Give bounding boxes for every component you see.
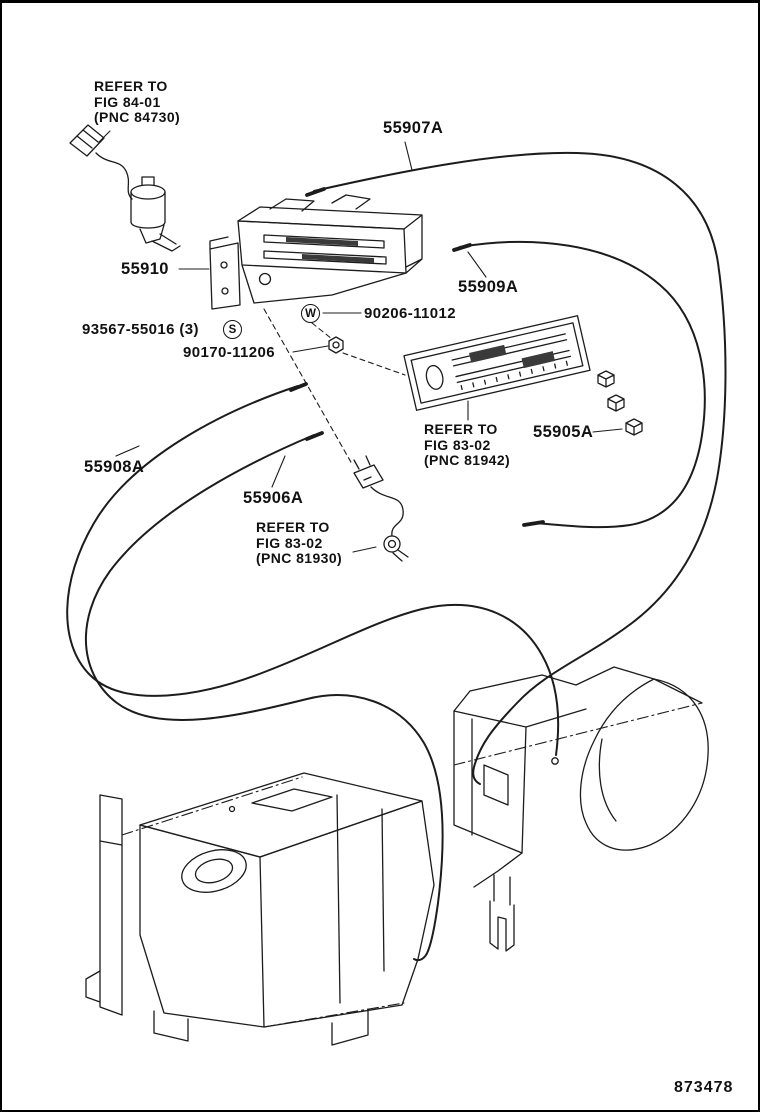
diagram-line-art — [66, 124, 727, 1046]
part-label-55908a: 55908A — [84, 458, 145, 476]
clip-drawings — [597, 370, 643, 436]
note-refer-fig-83-02-81930: REFER TO FIG 83-02 (PNC 81930) — [256, 519, 343, 566]
cable-drawings — [66, 151, 727, 962]
part-label-93567-55016: 93567-55016 (3) — [82, 321, 199, 338]
leader-lines — [98, 130, 623, 553]
cable-55907a — [313, 151, 727, 785]
part-label-90206-11012: 90206-11012 — [364, 305, 456, 322]
washer-fastener-symbol-letter: W — [305, 307, 316, 320]
cable-55908a — [66, 385, 560, 756]
part-label-55906a: 55906A — [243, 489, 304, 507]
part-label-55905a: 55905A — [533, 423, 594, 441]
part-label-55909a: 55909A — [458, 278, 519, 296]
bulb-socket-drawing — [353, 455, 409, 562]
diagram-number: 873478 — [674, 1079, 734, 1096]
heater-unit-drawing — [85, 666, 709, 1046]
cable-55909a — [459, 240, 706, 529]
vsv-valve-drawing — [69, 124, 181, 252]
screw-fastener-symbol-letter: S — [228, 323, 237, 336]
faceplate-panel-drawing — [403, 315, 591, 411]
part-label-55910: 55910 — [121, 260, 169, 278]
note-refer-fig-83-02-81942: REFER TO FIG 83-02 (PNC 81942) — [424, 421, 511, 468]
nut-drawing — [328, 336, 344, 354]
washer-fastener-symbol: W — [301, 304, 320, 323]
note-refer-fig-84-01: REFER TO FIG 84-01 (PNC 84730) — [94, 78, 181, 125]
cable-55906a — [84, 434, 444, 962]
screw-fastener-symbol: S — [223, 320, 242, 339]
control-assembly-drawing — [209, 194, 423, 310]
part-label-55907a: 55907A — [383, 119, 444, 137]
part-label-90170-11206: 90170-11206 — [183, 344, 275, 361]
